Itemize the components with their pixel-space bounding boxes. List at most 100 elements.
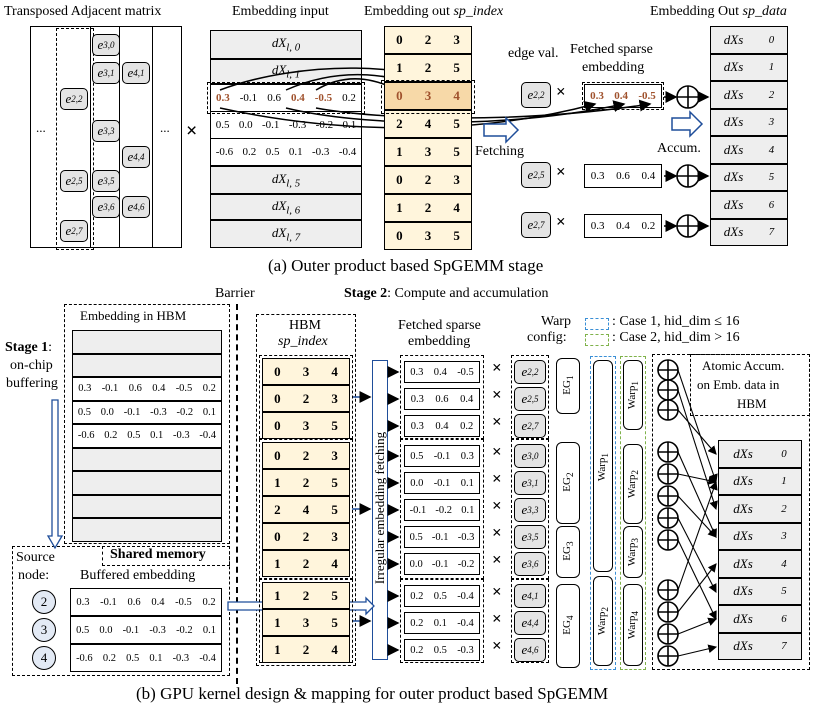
val: 0.3 — [590, 170, 605, 182]
eg-4 — [556, 584, 580, 668]
index-value: 2 — [424, 60, 432, 75]
hbm-value: -0.5 — [175, 383, 193, 395]
fetched-value: -0.2 — [435, 504, 453, 516]
multiply-icon: × — [556, 162, 566, 181]
warp-2 — [593, 576, 613, 666]
fetched-value: 0.6 — [435, 393, 449, 405]
index-value: 4 — [331, 641, 338, 657]
accum-arrow — [677, 369, 718, 484]
fetched-value: 0.5 — [409, 531, 423, 543]
adj-dots-left: ... — [36, 120, 46, 135]
fetched-value: -0.5 — [457, 366, 474, 378]
stage1-buffering: buffering — [6, 376, 58, 391]
buffered-value: 0.2 — [102, 652, 116, 664]
index-value: 3 — [424, 228, 432, 243]
case2-legend-box — [585, 334, 609, 346]
index-value: 2 — [424, 172, 432, 187]
index-value: 2 — [396, 116, 403, 131]
index-value: 0 — [396, 32, 403, 47]
index-value: 3 — [302, 614, 310, 630]
val: -0.5 — [638, 90, 656, 102]
fetched-value: 0.0 — [410, 477, 424, 489]
fetched-value: 0.3 — [460, 450, 474, 462]
buffered-value: -0.5 — [175, 596, 192, 608]
val: -0.5 — [314, 92, 333, 104]
val: 0.3 — [590, 220, 605, 232]
fetched-value: -0.3 — [457, 644, 474, 656]
case1-label: : Case 1, hid_dim ≤ 16 — [612, 314, 740, 329]
shared-memory-title: Shared memory — [110, 547, 206, 562]
val: 0.4 — [616, 220, 630, 232]
multiply-icon: × — [492, 550, 502, 569]
warp-c2-4 — [623, 584, 643, 666]
buffered-value: 0.0 — [99, 624, 113, 636]
fetched-row-b: 0.5-0.1-0.3 — [404, 526, 480, 548]
fetched-value: -0.1 — [433, 450, 451, 462]
index-value: 5 — [331, 474, 338, 490]
val: -0.2 — [315, 119, 334, 131]
val: -0.3 — [312, 146, 330, 158]
fetched-value: 0.0 — [409, 558, 423, 570]
buffered-value: 0.1 — [149, 652, 163, 664]
index-value: 0 — [396, 172, 403, 187]
fetched-value: -0.1 — [433, 477, 451, 489]
hbm-value: 0.3 — [78, 383, 92, 395]
warp-config-label-1: Warp — [541, 314, 571, 329]
hbm-value: -0.3 — [150, 406, 167, 418]
multiply-icon: × — [556, 212, 566, 231]
fetching-label: Fetching — [475, 144, 524, 159]
hbm-value: -0.1 — [123, 406, 141, 418]
accum-arrow — [677, 644, 718, 657]
fetched-value: 0.4 — [435, 420, 449, 432]
fetched-value: 0.2 — [410, 644, 424, 656]
index-value: 5 — [331, 587, 338, 603]
index-value: 5 — [453, 60, 460, 75]
hbm-value: -0.4 — [199, 430, 217, 442]
buffered-value: 0.5 — [126, 652, 140, 664]
val: 0.3 — [590, 90, 604, 102]
hbm-value: 0.2 — [104, 430, 118, 442]
index-value: 2 — [424, 32, 432, 47]
shared-memory-title-box — [102, 546, 230, 566]
fetched-value: 0.1 — [460, 477, 474, 489]
accum-arrow — [677, 617, 718, 635]
hbm-value: 0.6 — [128, 383, 142, 395]
fetched-value: 0.5 — [433, 590, 447, 602]
hbm-value: -0.1 — [101, 383, 119, 395]
val: 0.5 — [265, 146, 280, 158]
fetched-group-2 — [400, 439, 484, 579]
index-value: 0 — [274, 417, 281, 433]
fetched-value: 0.3 — [410, 393, 424, 405]
val: -0.4 — [338, 146, 357, 158]
index-value: 0 — [274, 390, 281, 406]
fetched-value: 0.2 — [410, 617, 424, 629]
val: -0.1 — [262, 119, 280, 131]
fetched-value: 0.4 — [433, 366, 447, 378]
multiply-icon: × — [492, 496, 502, 515]
buffered-value: -0.2 — [176, 624, 193, 636]
index-value: 5 — [453, 144, 460, 159]
hbm-row — [72, 353, 222, 377]
accum-arrow — [677, 389, 718, 511]
warp-config-label-2: config: — [527, 330, 567, 345]
val: 0.0 — [238, 119, 253, 131]
source-node-3: 3 — [32, 618, 56, 642]
